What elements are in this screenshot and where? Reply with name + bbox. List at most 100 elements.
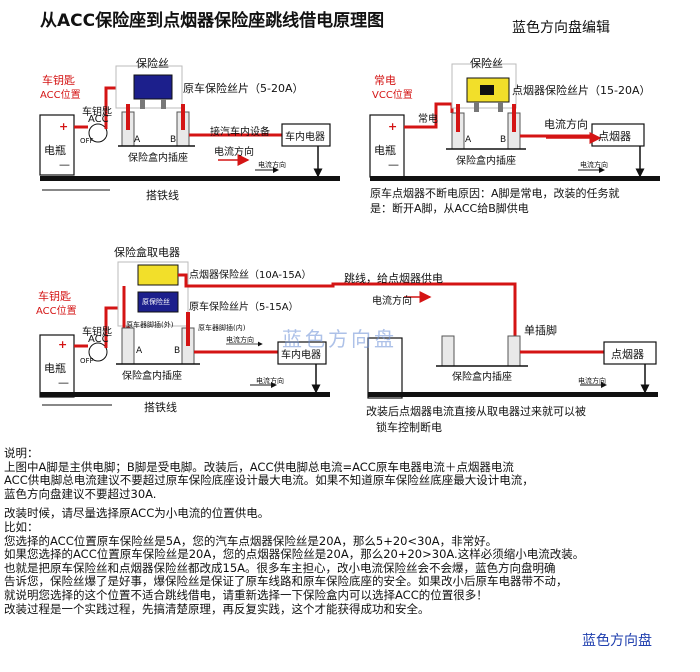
note-line: 蓝色方向盘建议不要超过30A. (4, 486, 157, 501)
note-line: 改装时候，请尽量选择原ACC为小电流的位置供电。 (4, 506, 270, 521)
note-line: ACC供电脚总电流建议不要超过原车保险底座设计最大电流。如果不知道原车保险丝底座… (4, 473, 534, 488)
fuse-blue-body (137, 291, 179, 313)
ground-bar (40, 392, 330, 397)
note-line: 比如： (4, 519, 39, 534)
appliance-label: 车内电器 (281, 350, 321, 361)
orig-fuse-label: 原车保险丝片（5-15A） (189, 302, 299, 313)
key-label: 车钥匙 (38, 290, 71, 303)
after-line-2: 锁车控制断电 (376, 421, 442, 434)
fusebox-take-label: 保险盒取电器 (114, 246, 180, 259)
note-line: 改装过程是一个实践过程，先搞清楚原理，再反复实践，这个才能获得成功和安全。 (4, 601, 430, 616)
key-label: 车钥匙 (42, 74, 75, 87)
key-switch-circle (88, 342, 108, 362)
appliance-box (277, 341, 327, 365)
battery-label: 电瓶 (44, 362, 66, 375)
appliance-label: 车内电器 (285, 132, 325, 143)
current-dir-label: 电流方向 (372, 296, 412, 307)
note-line: 上图中A脚是主供电脚；B脚是受电脚。改装后，ACC供电脚总电流=ACC原车电器电… (4, 459, 514, 474)
pin-b-label: B (170, 135, 177, 145)
ground-bar (40, 176, 340, 181)
battery-minus: — (59, 158, 70, 171)
pin-a-label: A (136, 346, 143, 356)
battery-minus: — (388, 158, 399, 171)
key-small-label: 车钥匙 (82, 327, 112, 338)
battery-box (39, 114, 75, 176)
diagram-acc-fuse (39, 65, 340, 191)
socket-label: 保险盒内插座 (456, 156, 516, 167)
battery-box (367, 337, 403, 399)
fuse-label: 保险丝 (470, 57, 503, 70)
acc-position-label: ACC位置 (36, 306, 77, 317)
footer-brand: 蓝色方向盘 (582, 633, 652, 649)
key-small-label: 车钥匙 (82, 107, 112, 118)
off-label: OFF (80, 357, 94, 365)
reason-text: 原车点烟器不断电原因：A脚是常电，改装的任务就 是：断开A脚，从ACC给B脚供电 (370, 186, 620, 216)
diagram-after-mod (367, 291, 658, 399)
pin-a (441, 335, 455, 367)
editor-credit: 蓝色方向盘编辑 (512, 20, 610, 36)
single-pin-label: 单插脚 (524, 324, 557, 337)
wire-jumper (178, 273, 517, 340)
acc-small-label: ACC (88, 114, 109, 125)
orig-fuse-tag: 原保险丝 (142, 298, 170, 306)
watermark: 蓝色方向盘 (282, 327, 397, 351)
acc-small-label: ACC (88, 334, 109, 345)
ground-label: 搭铁线 (144, 401, 177, 414)
acc-position-label: ACC位置 (40, 90, 81, 101)
ground-label: 搭铁线 (146, 189, 179, 202)
socket-label: 保险盒内插座 (128, 153, 188, 164)
fuse-desc: 原车保险丝片（5-20A） (183, 82, 304, 95)
vcc-position-label: VCC位置 (372, 90, 413, 101)
page-title: 从ACC保险座到点烟器保险座跳线借电原理图 (40, 11, 385, 31)
after-mod-text: 改装后点烟器电流直接从取电器过来就可以被 锁车控制断电 (366, 404, 586, 436)
socket-small-a: 原车器脚插(外) (126, 321, 174, 329)
notes-block: 说明： 上图中A脚是主供电脚；B脚是受电脚。改装后，ACC供电脚总电流=ACC原… (4, 446, 696, 616)
jumper-label: 跳线，给点烟器供电 (344, 272, 443, 285)
battery-box (369, 114, 405, 178)
current-dir-small: 电流方向 (580, 161, 608, 169)
pin-b (507, 335, 521, 367)
note-line: 告诉您，保险丝爆了是好事，爆保险丝是保证了原车线路和原车保险底座的安全。如果改小… (4, 574, 568, 589)
lighter-label: 点烟器 (598, 130, 631, 143)
key-switch-circle (88, 123, 108, 143)
battery-plus: + (59, 120, 69, 133)
ground-bar (368, 392, 658, 397)
pin-a (121, 327, 135, 365)
note-line: 您选择的ACC位置原车保险丝是5A，您的汽车点烟器保险丝是20A，那么5+20<… (4, 533, 498, 548)
reason-line-2: 是：断开A脚，从ACC给B脚供电 (370, 202, 529, 215)
battery-plus: + (58, 338, 68, 351)
socket-label: 保险盒内插座 (122, 371, 182, 382)
diagram-lighter-fuse (369, 63, 660, 181)
appliance-box (281, 123, 331, 147)
current-dir-small: 电流方向 (256, 377, 284, 385)
fuse-blue-body (133, 74, 173, 100)
socket-small-b: 原车器脚插(内) (198, 324, 246, 332)
battery-plus: + (388, 120, 398, 133)
off-label: OFF (80, 137, 94, 145)
socket-label: 保险盒内插座 (452, 372, 512, 383)
battery-label: 电瓶 (44, 144, 66, 157)
current-dir-label: 电流方向 (214, 147, 254, 158)
fuse-label: 保险丝 (136, 57, 169, 70)
note-line: 也就是把原车保险丝和点烟器保险丝都改成15A。很多车主担心，改小电流保险丝会不会… (4, 560, 556, 575)
battery-box (39, 334, 75, 398)
note-line: 就说明您选择的这个位置不适合跳线借电，请重新选择一下保险盒内可以选择ACC的位置… (4, 587, 488, 602)
note-line: 如果您选择的ACC位置原车保险丝是20A，您的点烟器保险丝是20A，那么20+2… (4, 547, 585, 562)
connect-device-label: 接汽车内设备 (210, 127, 270, 138)
fuse-yellow-body (137, 264, 179, 286)
pin-b-label: B (500, 135, 507, 145)
lighter-label: 点烟器 (611, 348, 644, 361)
note-line: 说明： (4, 446, 39, 460)
battery-label: 电瓶 (374, 144, 396, 157)
battery-minus: — (58, 376, 69, 389)
current-dir-label: 电流方向 (544, 118, 588, 131)
pin-b-label: B (174, 346, 181, 356)
fuse-desc: 点烟器保险丝片（15-20A） (512, 84, 651, 97)
current-dir-small: 电流方向 (258, 161, 286, 169)
after-line-1: 改装后点烟器电流直接从取电器过来就可以被 (366, 405, 586, 418)
always-on-label: 常电 (374, 74, 396, 87)
pin-a-label: A (134, 135, 141, 145)
pin-a-label: A (465, 135, 472, 145)
lighter-fuse-label: 点烟器保险丝（10A-15A） (189, 270, 312, 281)
